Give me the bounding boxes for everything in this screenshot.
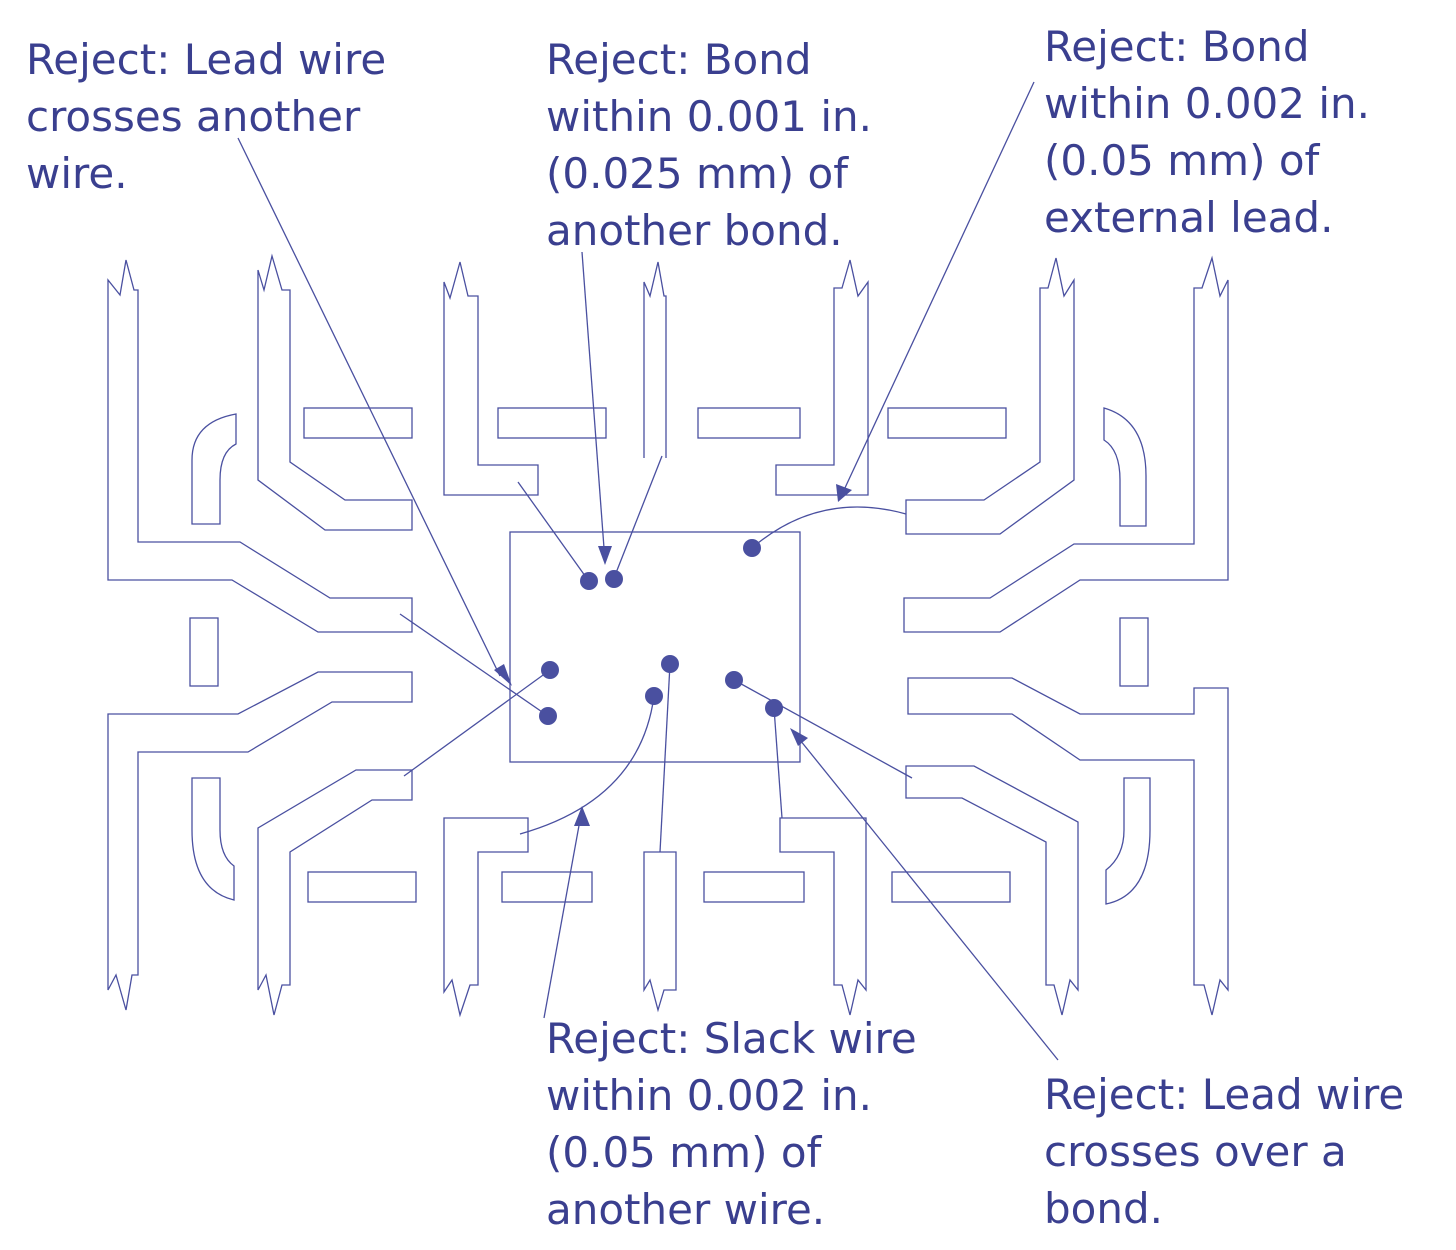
die: [509, 531, 801, 763]
lead-top-3: [443, 261, 539, 496]
lead-bottom-5: [779, 817, 867, 1016]
pad-bottom-3: [703, 871, 805, 903]
callout-wire-over-bond: Reject: Lead wire crosses over a bond.: [1044, 1066, 1404, 1237]
pad-bottom-1: [307, 871, 417, 903]
bond-point: [541, 661, 559, 679]
lead-top-7: [903, 255, 1229, 633]
lead-top-2: [257, 253, 413, 531]
pad-right: [1119, 617, 1149, 687]
bond-point: [661, 655, 679, 673]
wire-bottom-5: [773, 707, 783, 819]
lead-bottom-4: [643, 851, 677, 1013]
wire-bottom-2: [403, 669, 551, 777]
bond-point: [539, 707, 557, 725]
bond-point: [605, 570, 623, 588]
callout-line: bond.: [1044, 1184, 1163, 1233]
lead-top-1: [107, 259, 413, 633]
pad-bottom-2: [501, 871, 593, 903]
callout-line: another bond.: [546, 206, 843, 255]
lead-top-4: [643, 261, 667, 458]
callout-line: (0.05 mm) of: [546, 1128, 822, 1177]
callout-line: within 0.002 in.: [546, 1071, 872, 1120]
callout-line: (0.05 mm) of: [1044, 136, 1320, 185]
corner-pad-br: [1105, 777, 1151, 905]
arrowhead: [574, 806, 590, 826]
lead-top-5: [775, 259, 869, 496]
lead-top-6: [905, 257, 1075, 535]
wire-top-6: [751, 506, 907, 549]
lead-bottom-7: [907, 677, 1229, 1016]
bond-point: [580, 572, 598, 590]
corner-pad-tl: [191, 413, 237, 525]
callout-line: another wire.: [546, 1185, 826, 1234]
callout-line: within 0.002 in.: [1044, 79, 1370, 128]
callout-line: Reject: Slack wire: [546, 1014, 917, 1063]
bond-point: [645, 687, 663, 705]
callout-line: Reject: Bond: [546, 35, 812, 84]
callout-line: external lead.: [1044, 193, 1334, 242]
lead-bottom-1: [107, 671, 413, 1011]
callout-line: Reject: Lead wire: [26, 35, 387, 84]
bond-point: [743, 539, 761, 557]
leader-bond-near-bond: [581, 251, 605, 549]
bond-point: [725, 671, 743, 689]
pad-left: [189, 617, 219, 687]
callout-line: Reject: Lead wire: [1044, 1070, 1405, 1119]
callout-line: (0.025 mm) of: [546, 149, 849, 198]
wire-top-4: [613, 455, 663, 579]
wire-bottom-4: [659, 663, 671, 853]
callout-lead-cross-wire: Reject: Lead wire crosses another wire.: [26, 31, 386, 202]
pad-top-1: [303, 407, 413, 439]
pad-top-3: [697, 407, 801, 439]
callout-line: wire.: [26, 149, 128, 198]
wire-slack: [519, 695, 655, 835]
callout-line: crosses another: [26, 92, 361, 141]
arrowhead: [494, 664, 512, 686]
callout-bond-near-lead: Reject: Bond within 0.002 in. (0.05 mm) …: [1044, 18, 1370, 246]
lead-bottom-6: [905, 765, 1079, 1016]
wire-over-bond: [733, 679, 913, 779]
arrowhead: [790, 728, 808, 746]
callout-line: within 0.001 in.: [546, 92, 872, 141]
callout-line: Reject: Bond: [1044, 22, 1310, 71]
pad-bottom-4: [891, 871, 1011, 903]
wire-top-3: [517, 481, 589, 581]
leader-bond-near-lead: [843, 81, 1035, 491]
leader-slack-wire: [543, 819, 581, 1019]
lead-bottom-2: [257, 769, 413, 1016]
lead-bottom-3: [443, 817, 529, 1018]
pad-top-4: [887, 407, 1007, 439]
leader-lead-cross-wire: [237, 137, 501, 677]
bond-point: [765, 699, 783, 717]
callout-line: crosses over a: [1044, 1127, 1347, 1176]
leader-wire-over-bond: [799, 739, 1059, 1061]
wire-crossing: [399, 613, 549, 717]
callout-bond-near-bond: Reject: Bond within 0.001 in. (0.025 mm)…: [546, 31, 872, 259]
corner-pad-bl: [191, 777, 235, 901]
pad-top-2: [497, 407, 607, 439]
arrowhead: [598, 546, 612, 565]
corner-pad-tr: [1103, 407, 1147, 527]
callout-slack-wire: Reject: Slack wire within 0.002 in. (0.0…: [546, 1010, 917, 1238]
arrowhead: [836, 484, 852, 502]
